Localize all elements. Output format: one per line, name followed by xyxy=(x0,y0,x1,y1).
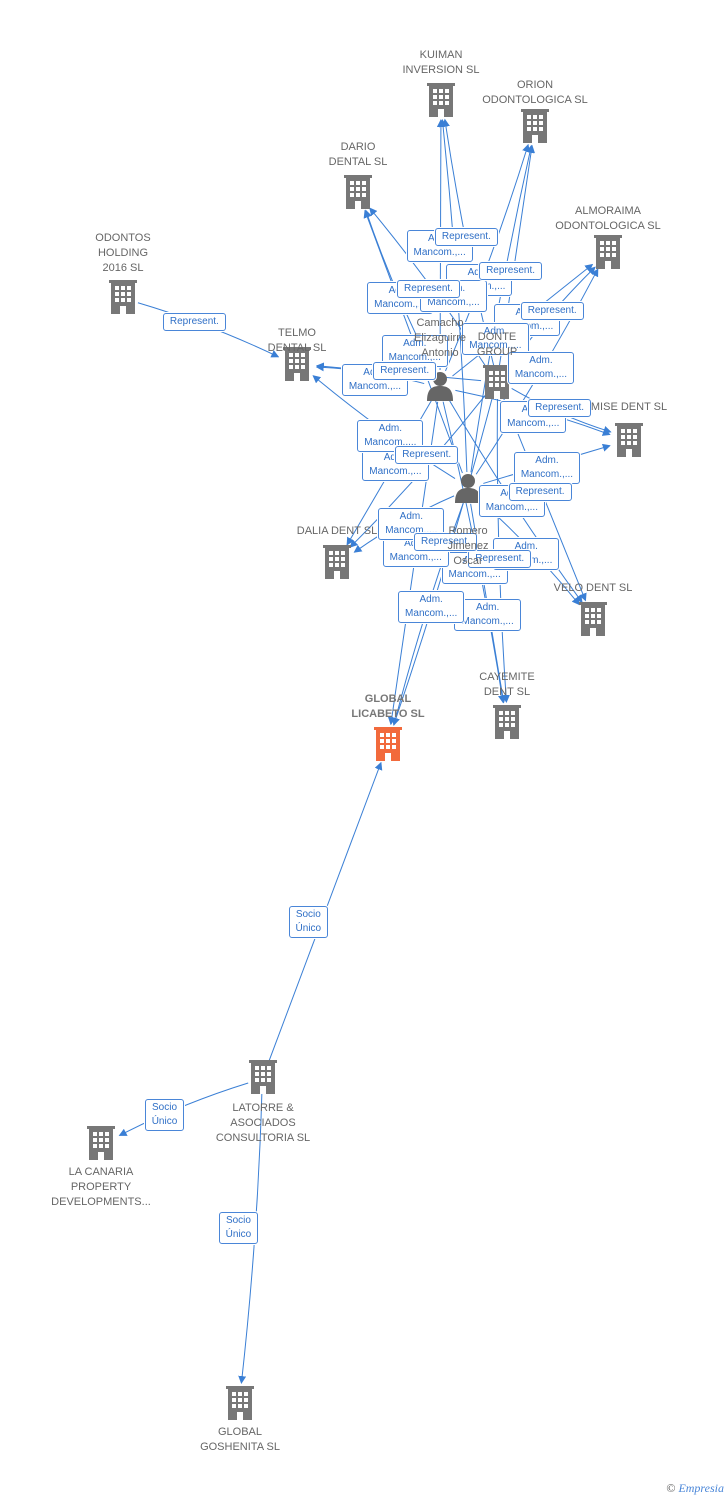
node-label-goshenita[interactable]: GLOBAL GOSHENITA SL xyxy=(200,1426,280,1453)
node-label-cayemite[interactable]: CAYEMITE DENT SL xyxy=(479,671,535,698)
node-label-latorre[interactable]: LATORRE & ASOCIADOS CONSULTORIA SL xyxy=(215,1102,311,1144)
building-icon[interactable] xyxy=(579,602,607,636)
building-icon[interactable] xyxy=(374,727,402,761)
node-label-dalia[interactable]: DALIA DENT SL xyxy=(296,525,378,537)
node-label-telmo[interactable]: TELMO DENTAL SL xyxy=(267,327,327,354)
building-icon[interactable] xyxy=(226,1386,254,1420)
edge-label-romero-orion[interactable]: Adm. Mancom.,... xyxy=(462,323,529,356)
building-icon[interactable] xyxy=(87,1126,115,1160)
node-label-licabeto[interactable]: GLOBAL LICABETO SL xyxy=(351,693,425,720)
empresia-logo: Empresia xyxy=(678,1481,724,1495)
building-icon[interactable] xyxy=(323,545,351,579)
node-label-almoraima[interactable]: ALMORAIMA ODONTOLOGICA SL xyxy=(555,205,661,232)
edge-label-latorre-licabeto[interactable]: Socio Único xyxy=(288,906,329,939)
building-icon[interactable] xyxy=(427,83,455,117)
node-label-odontos[interactable]: ODONTOS HOLDING 2016 SL xyxy=(95,232,151,274)
person-icon[interactable] xyxy=(455,474,481,503)
edge-label-donte-mise[interactable]: Represent. xyxy=(528,398,592,417)
node-label-camacho[interactable]: Camacho Elizaguirre Antonio xyxy=(414,317,466,359)
building-icon[interactable] xyxy=(521,109,549,143)
edge-label-donte-cayemite[interactable]: Represent. xyxy=(468,550,532,569)
edge-label-odontos-telmo[interactable]: Represent. xyxy=(162,313,226,332)
building-icon[interactable] xyxy=(493,705,521,739)
building-icon[interactable] xyxy=(483,365,511,399)
edge-label-romero-cayemite[interactable]: Adm. Mancom.,... xyxy=(454,598,521,631)
node-label-velo[interactable]: VELO DENT SL xyxy=(553,582,633,594)
edge-label-donte-dario[interactable]: Represent. xyxy=(397,279,460,298)
node-label-orion[interactable]: ORION ODONTOLOGICA SL xyxy=(482,79,588,106)
node-label-kuiman[interactable]: KUIMAN INVERSION SL xyxy=(402,49,480,76)
building-icon[interactable] xyxy=(594,235,622,269)
edge-label-donte-velo[interactable]: Represent. xyxy=(508,482,572,501)
edge-label-romero-mise[interactable]: Adm. Mancom.,... xyxy=(513,452,581,485)
edge-label-donte-orion[interactable]: Represent. xyxy=(479,261,542,280)
edge-label-donte-telmo[interactable]: Represent. xyxy=(373,361,437,380)
edge-label-donte-kuiman[interactable]: Represent. xyxy=(434,228,498,247)
building-icon[interactable] xyxy=(615,423,643,457)
footer-brand[interactable]: ©Empresia xyxy=(666,1481,724,1496)
edge-label-latorre-goshenita[interactable]: Socio Único xyxy=(218,1211,259,1244)
building-icon[interactable] xyxy=(344,175,372,209)
edge-label-donte-dalia[interactable]: Represent. xyxy=(395,446,459,465)
building-icon[interactable] xyxy=(109,280,137,314)
edge-label-latorre-lacanaria[interactable]: Socio Único xyxy=(144,1099,185,1132)
node-label-lacanaria[interactable]: LA CANARIA PROPERTY DEVELOPMENTS... xyxy=(51,1166,151,1208)
edge-label-donte-licabeto[interactable]: Represent. xyxy=(414,532,477,551)
node-label-dario[interactable]: DARIO DENTAL SL xyxy=(328,141,388,168)
edge-label-donte-almoraima[interactable]: Represent. xyxy=(520,302,584,321)
copyright-symbol: © xyxy=(666,1481,676,1495)
node-label-mise[interactable]: MISE DENT SL xyxy=(590,401,668,413)
edge-camacho-orion xyxy=(445,143,530,372)
edge-label-romero-dario[interactable]: Adm. Mancom.,... xyxy=(381,335,448,368)
building-icon[interactable] xyxy=(249,1060,277,1094)
edge-label-romero-almoraima[interactable]: Adm. Mancom.,... xyxy=(507,351,575,384)
edge-label-romero-licabeto[interactable]: Adm. Mancom.,... xyxy=(398,591,465,623)
node-label-donte[interactable]: DONTE GROUP xyxy=(476,331,518,358)
node-label-romero[interactable]: Romero Jimenez Oscar xyxy=(447,525,489,567)
